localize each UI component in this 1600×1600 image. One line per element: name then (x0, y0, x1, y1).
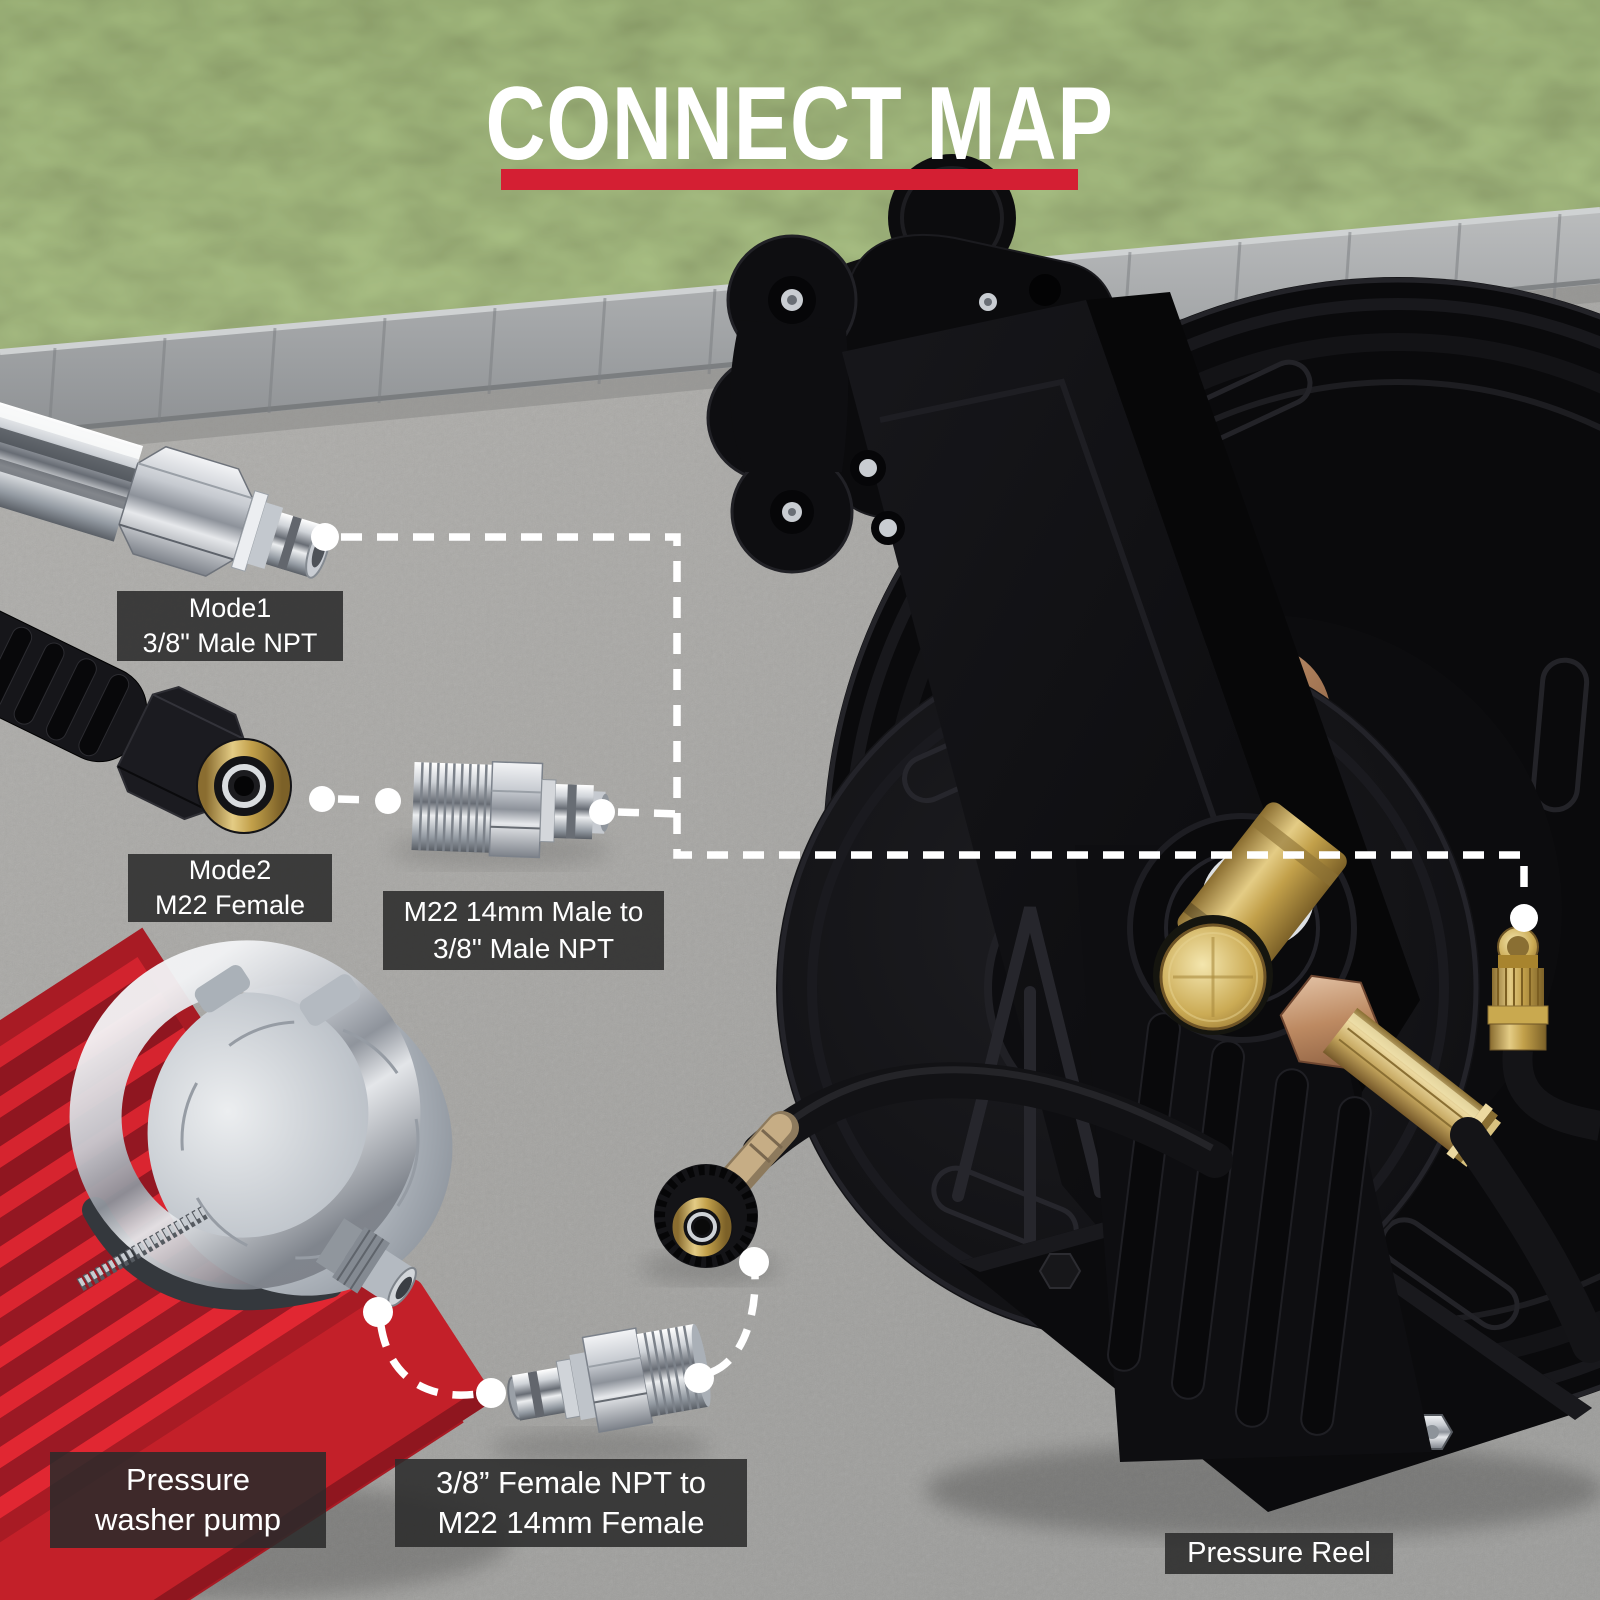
label-pump: Pressure washer pump (50, 1452, 326, 1548)
label-adapter-top-line1: M22 14mm Male to (403, 896, 644, 928)
reel-main-hose (742, 1062, 1233, 1178)
page-title-text: CONNECT MAP (485, 66, 1115, 182)
hose-m22-connector (0, 602, 292, 834)
label-mode1-line1: Mode1 (188, 592, 272, 623)
label-adapter-top-line2: 3/8" Male NPT (432, 932, 615, 964)
label-reel-text: Pressure Reel (1187, 1536, 1371, 1569)
dash-path-adapter-to-junction (617, 808, 681, 818)
title-underline (501, 169, 1078, 190)
pump-outlet-coupler (315, 1218, 417, 1307)
label-mode2-line1: Mode2 (188, 854, 272, 885)
reel-hose-right (1450, 1117, 1600, 1363)
label-pump-line1: Pressure (125, 1461, 251, 1497)
label-adapter-bottom-line2: M22 14mm Female (437, 1505, 705, 1540)
spray-wand (0, 375, 331, 579)
page-title: CONNECT MAP (0, 72, 1600, 176)
brass-swivel-inlet (1127, 802, 1502, 1167)
dash-path-pump-to-adapter (377, 1325, 478, 1399)
pressure-washer-pump (0, 927, 497, 1600)
hose-end-m22 (654, 1111, 799, 1268)
label-reel: Pressure Reel (1165, 1533, 1393, 1574)
dash-path-mode2 (337, 795, 373, 804)
label-adapter-top: M22 14mm Male to 3/8" Male NPT (383, 891, 664, 970)
label-pump-line2: washer pump (94, 1502, 282, 1537)
adapter-npt-to-m22 (507, 1323, 711, 1433)
label-mode2: Mode2 M22 Female (128, 854, 332, 922)
dash-path-adapter-to-hose (710, 1275, 759, 1376)
label-mode2-line2: M22 Female (154, 890, 306, 920)
label-adapter-bottom-line1: 3/8” Female NPT to (436, 1464, 706, 1500)
label-adapter-bottom: 3/8” Female NPT to M22 14mm Female (395, 1459, 747, 1547)
label-mode1-line2: 3/8" Male NPT (142, 628, 318, 658)
connection-dashes (337, 533, 1528, 1399)
connection-dots (309, 523, 1538, 1408)
label-mode1: Mode1 3/8" Male NPT (117, 591, 343, 661)
dash-path-wand-to-reel (341, 533, 1528, 902)
brass-quick-coupler (1487, 926, 1600, 1141)
